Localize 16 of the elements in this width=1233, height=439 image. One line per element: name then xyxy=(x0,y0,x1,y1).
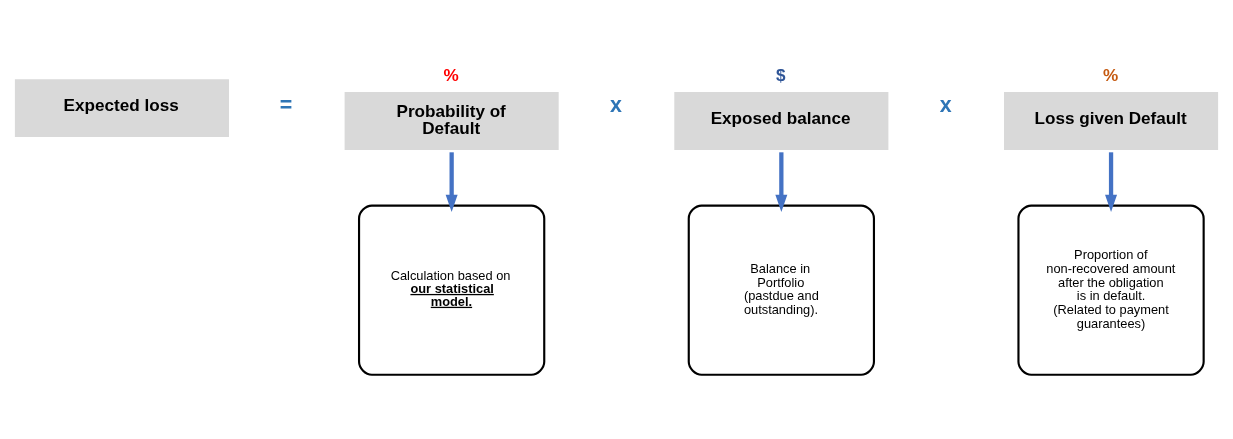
arrow xyxy=(1105,152,1118,212)
node-box: Calculation based on our statistical model. xyxy=(358,204,546,376)
node-box: Loss given Default xyxy=(1004,92,1219,150)
node-box: Probability of Default xyxy=(344,92,559,150)
arrow xyxy=(775,152,788,212)
node-box: Expected loss xyxy=(14,79,229,138)
arrow xyxy=(445,152,458,212)
node-label: % xyxy=(443,66,459,86)
label: = xyxy=(279,93,293,118)
node-box: Proportion of non-recovered amount after the obligation is in default. (Related to payment guarantees) xyxy=(1017,204,1205,376)
label: x xyxy=(610,93,622,118)
node-label: % xyxy=(1103,66,1119,86)
node-label: $ xyxy=(776,66,786,86)
node-box: Balance in Portfolio (pastdue and outstanding). xyxy=(687,204,876,376)
label: x xyxy=(939,93,952,118)
node-box: Exposed balance xyxy=(674,92,889,150)
